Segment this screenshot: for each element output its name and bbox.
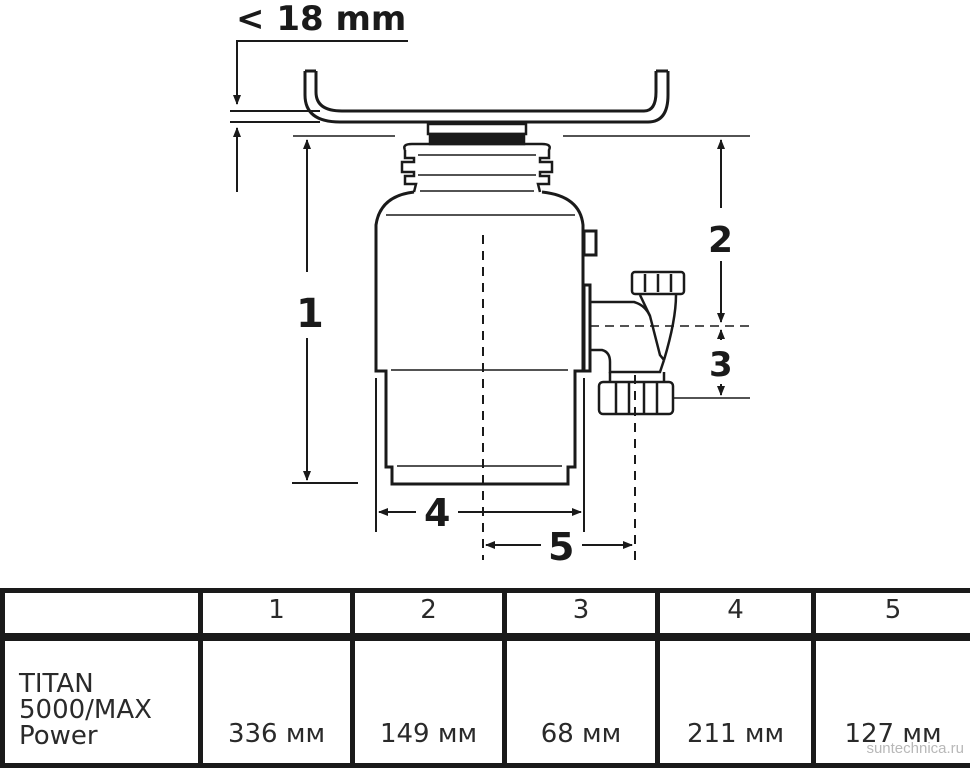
mounting-ring (402, 124, 552, 192)
discharge-pipe (590, 272, 684, 414)
sink-flange (305, 71, 668, 122)
model-name-cell: TITAN 5000/MAX Power (3, 637, 201, 766)
table-header-cell: 2 (353, 591, 505, 638)
table-header-cell: 1 (201, 591, 353, 638)
dimension-4-label: 4 (424, 491, 450, 535)
table-header-cell: 5 (814, 591, 970, 638)
clearance-dimension (230, 41, 408, 192)
dimension-table: 1 2 3 4 5 TITAN 5000/MAX Power 336 мм 14… (0, 588, 970, 768)
table-cell: 336 мм (201, 637, 353, 766)
clearance-label: < 18 mm (236, 0, 406, 39)
table-cell: 68 мм (505, 637, 658, 766)
model-name-line: Power (19, 723, 198, 749)
table-header-cell (3, 591, 201, 638)
watermark: suntechnica.ru (866, 740, 964, 757)
model-name-line: 5000/MAX (19, 697, 198, 723)
table-row: TITAN 5000/MAX Power 336 мм 149 мм 68 мм… (3, 637, 970, 766)
disposer-body (376, 192, 596, 484)
table-header-row: 1 2 3 4 5 (3, 591, 970, 638)
dimension-2-label: 2 (708, 220, 733, 261)
dimension-1-label: 1 (296, 291, 324, 337)
table-header-cell: 3 (505, 591, 658, 638)
dimension-4 (376, 378, 584, 532)
dimension-5-label: 5 (548, 525, 574, 569)
table-header-cell: 4 (658, 591, 814, 638)
table-cell: 149 мм (353, 637, 505, 766)
model-name-line: TITAN (19, 671, 198, 697)
dimension-3-label: 3 (709, 345, 733, 385)
table-cell: 211 мм (658, 637, 814, 766)
disposer-dimension-diagram: < 18 mm (0, 0, 970, 590)
